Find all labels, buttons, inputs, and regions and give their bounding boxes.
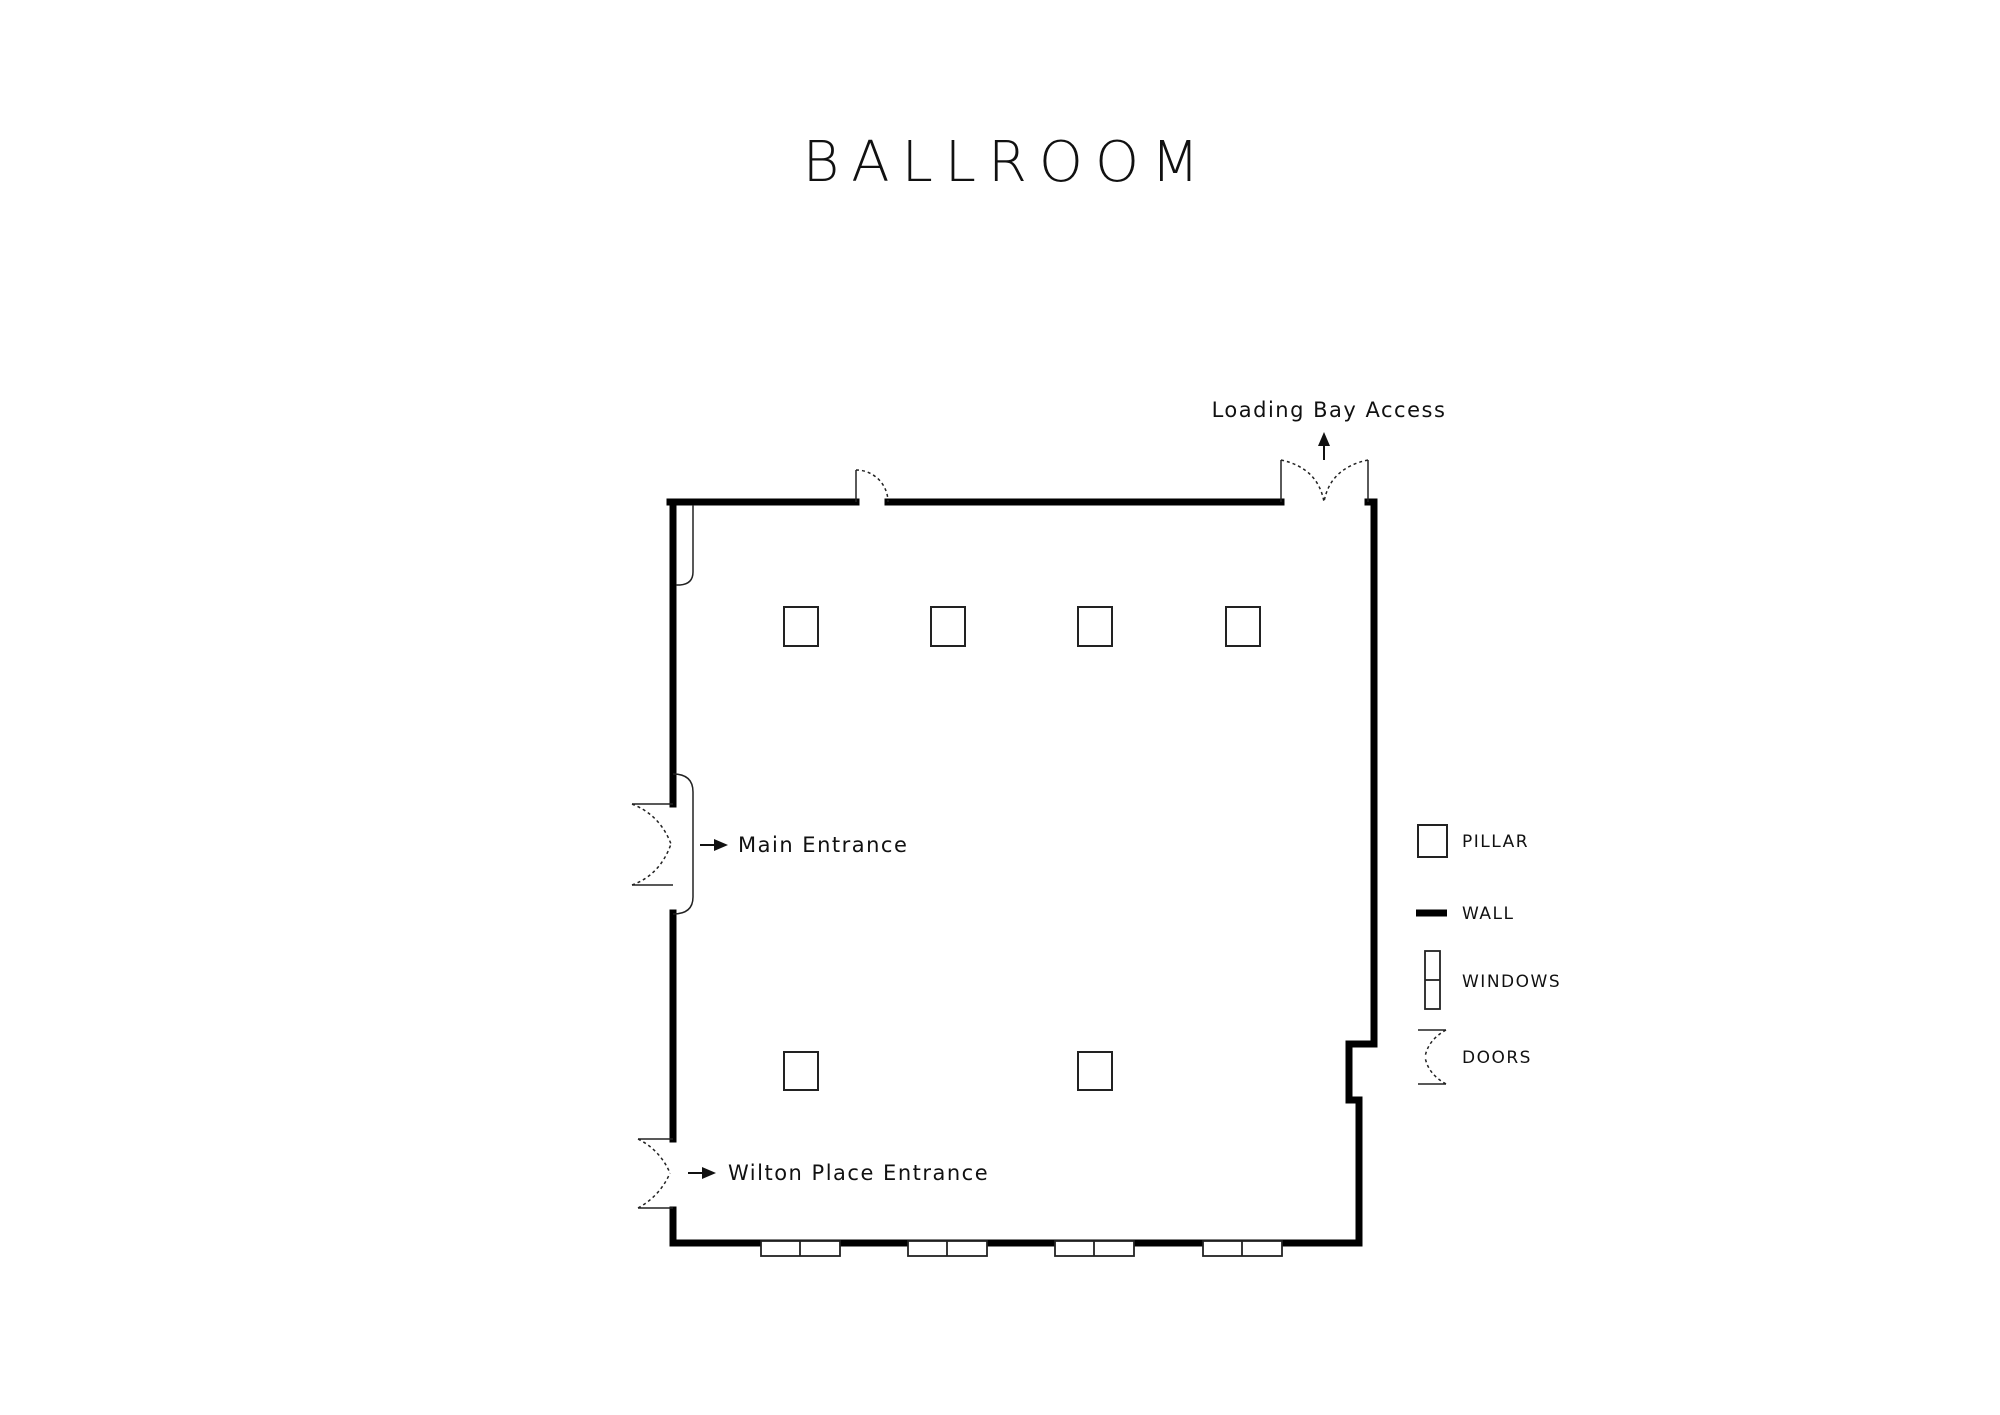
legend-item-windows: WINDOWS <box>1424 950 1561 1010</box>
legend-item-doors: DOORS <box>1418 1029 1532 1085</box>
door-wilton-entrance <box>637 1138 673 1209</box>
windows-swatch <box>1424 950 1441 1010</box>
pillar <box>783 1051 819 1091</box>
legend-item-wall: WALL <box>1416 904 1514 924</box>
door-main-entrance <box>631 773 694 915</box>
legend-wall-label: WALL <box>1462 904 1514 924</box>
pillar <box>930 606 966 647</box>
doors-swatch <box>1418 1029 1447 1085</box>
pillar <box>1077 1051 1113 1091</box>
wilton-entrance-label: Wilton Place Entrance <box>728 1161 989 1185</box>
pillars <box>783 606 1261 1091</box>
pillar <box>1225 606 1261 647</box>
arrow-right-icon <box>688 1167 716 1179</box>
windows <box>760 1240 1283 1257</box>
window <box>1202 1240 1283 1257</box>
arrow-up-icon <box>1318 432 1330 460</box>
legend-item-pillar: PILLAR <box>1417 824 1529 858</box>
walls <box>666 498 1378 1247</box>
loading-bay-label: Loading Bay Access <box>1212 398 1447 422</box>
doors <box>631 459 1369 1209</box>
page-title: BALLROOM <box>803 130 1212 195</box>
pillar <box>783 606 819 647</box>
pillar-swatch <box>1417 824 1448 858</box>
arrow-right-icon <box>700 839 728 851</box>
window <box>1054 1240 1135 1257</box>
window <box>760 1240 841 1257</box>
wall-top-right <box>669 498 1378 1247</box>
window <box>907 1240 988 1257</box>
door-loading-bay <box>1280 459 1369 503</box>
door-corner-panel <box>676 505 694 586</box>
pillar <box>1077 606 1113 647</box>
legend-windows-label: WINDOWS <box>1462 972 1561 992</box>
arrows <box>688 432 1330 1179</box>
main-entrance-label: Main Entrance <box>738 833 908 857</box>
legend: PILLAR WALL WINDOWS DOORS <box>1416 824 1561 1085</box>
legend-pillar-label: PILLAR <box>1462 832 1529 852</box>
legend-doors-label: DOORS <box>1462 1048 1532 1068</box>
door-top <box>855 469 889 503</box>
